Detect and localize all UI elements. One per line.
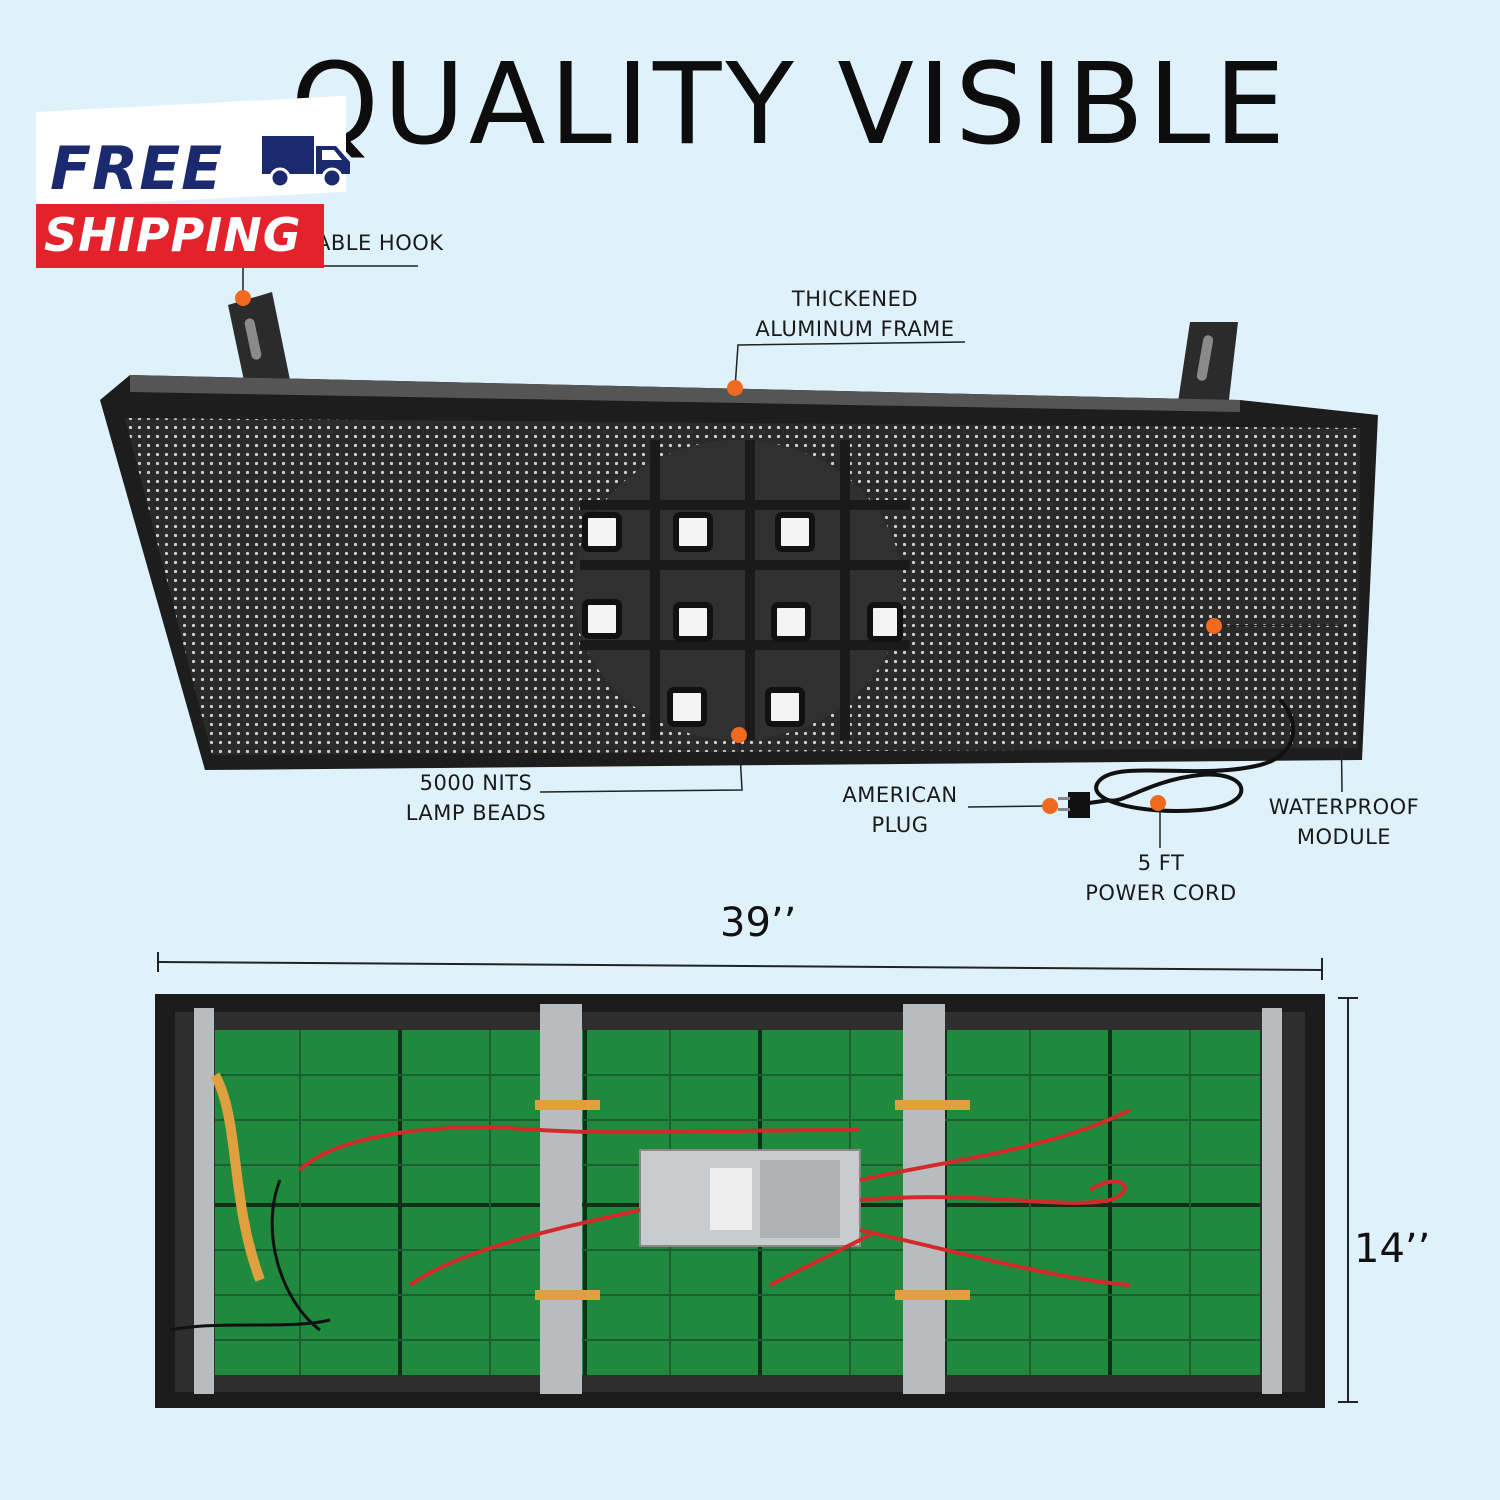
american-plug — [1058, 792, 1090, 818]
callout-cord-line2: POWER CORD — [1085, 881, 1237, 905]
callout-american-plug: AMERICAN PLUG — [832, 780, 968, 840]
dimension-width-label: 39’’ — [720, 900, 797, 946]
truck-icon — [262, 136, 350, 189]
callout-hook-label: ABLE HOOK — [316, 231, 444, 255]
ribbon-cables — [210, 1072, 970, 1300]
callout-power-cord: 5 FT POWER CORD — [1076, 848, 1246, 908]
headline: QUALITY VISIBLE — [290, 40, 1290, 170]
power-wires — [298, 1108, 1131, 1287]
callout-waterproof-module: WATERPROOF MODULE — [1260, 792, 1428, 852]
callout-hook: ABLE HOOK — [316, 228, 444, 258]
callout-plug-line1: AMERICAN — [842, 783, 958, 807]
lamp-beads-magnifier — [573, 440, 910, 740]
callout-beads-line2: LAMP BEADS — [405, 801, 547, 825]
callout-frame: THICKENED ALUMINUM FRAME — [740, 284, 970, 344]
dimension-lines — [157, 952, 1358, 1403]
badge-free-text: FREE — [50, 134, 224, 204]
callout-module-line2: MODULE — [1296, 825, 1392, 849]
callout-plug-line2: PLUG — [871, 813, 929, 837]
callout-frame-line2: ALUMINUM FRAME — [755, 317, 955, 341]
callout-lamp-beads: 5000 NITS LAMP BEADS — [396, 768, 556, 828]
dimension-height-label: 14’’ — [1354, 1226, 1431, 1272]
power-supply-unit — [639, 1149, 861, 1247]
callout-module-line1: WATERPROOF — [1268, 795, 1420, 819]
callout-frame-line1: THICKENED — [791, 287, 919, 311]
callout-cord-line1: 5 FT — [1137, 851, 1185, 875]
hanging-hook-left — [228, 292, 290, 390]
callout-markers — [235, 290, 1222, 814]
black-wires — [169, 1179, 331, 1332]
hanging-hook-right — [1178, 322, 1238, 408]
callout-beads-line1: 5000 NITS — [419, 771, 533, 795]
free-shipping-badge: FREE SHIPPING — [36, 95, 350, 272]
badge-shipping-text: SHIPPING — [44, 208, 302, 262]
